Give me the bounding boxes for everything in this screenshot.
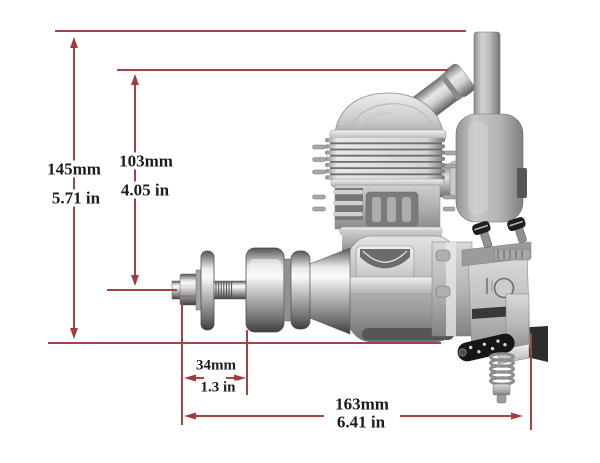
label-shaft-length-mm: 34mm: [193, 358, 239, 374]
carburetor: [457, 217, 532, 404]
carb-spring: [489, 352, 515, 404]
cylinder-head: [329, 92, 447, 141]
throttle-barrel: [493, 277, 515, 299]
label-overall-height-mm: 145mm: [44, 160, 104, 178]
muffler-body: [455, 113, 527, 223]
label-crank-height-mm: 103mm: [116, 152, 176, 170]
throttle-arm: [457, 333, 515, 362]
rear-housing: [431, 241, 473, 337]
label-crank-height-in: 4.05 in: [117, 181, 173, 199]
label-overall-length-in: 6.41 in: [333, 413, 389, 431]
taper-collet: [309, 247, 351, 335]
needle-valves: [472, 217, 531, 261]
label-shaft-length-in: 1.3 in: [197, 380, 239, 396]
cooling-fins: [312, 138, 457, 180]
dimension-arrowheads: [70, 37, 523, 420]
label-overall-height-in: 5.71 in: [48, 189, 104, 207]
label-overall-length-mm: 163mm: [332, 395, 392, 413]
